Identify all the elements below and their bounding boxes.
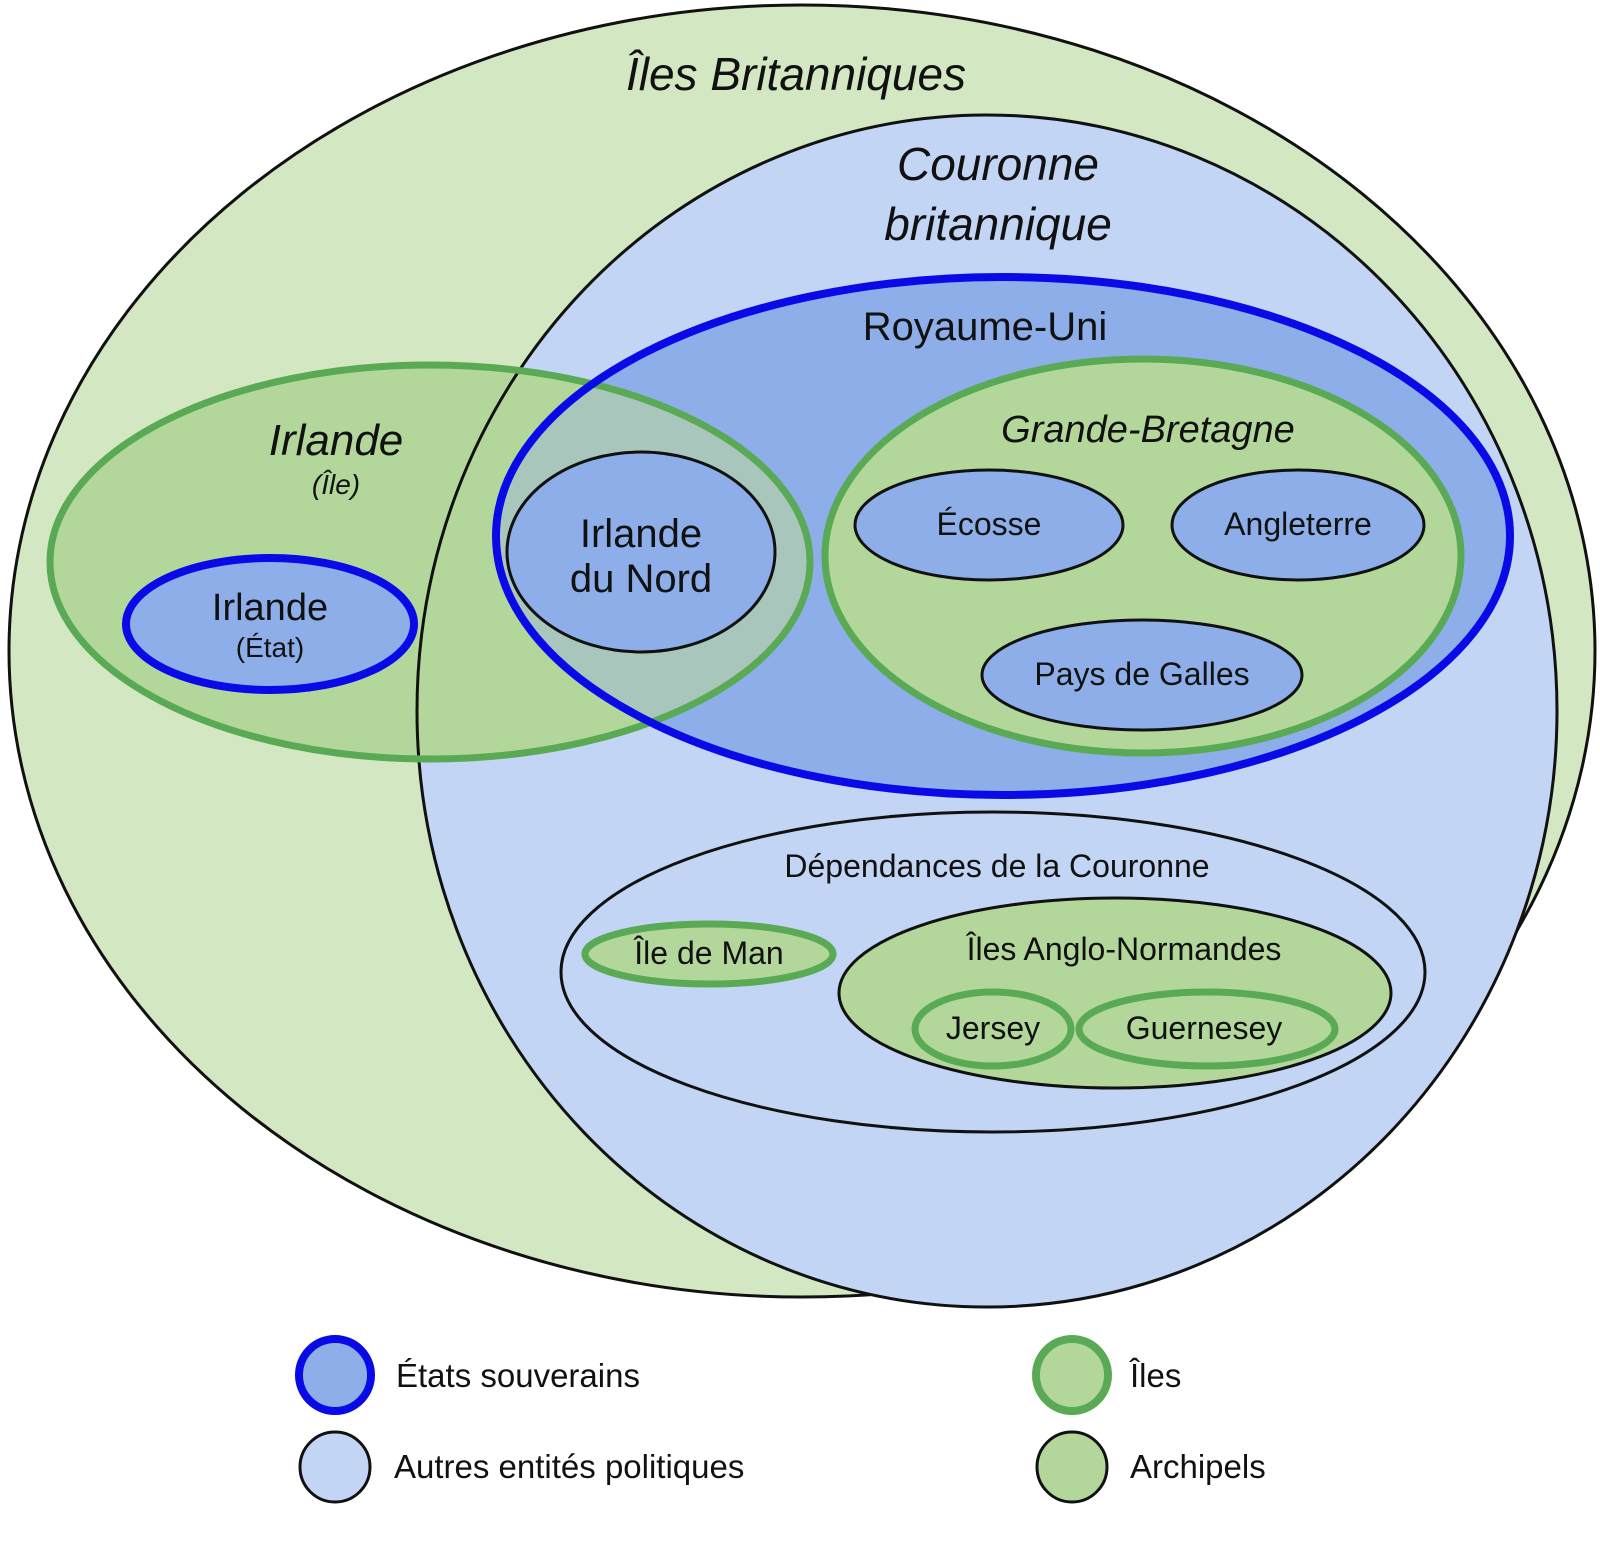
legend-swatch-sovereign bbox=[295, 1335, 375, 1415]
guernsey-ellipse bbox=[1075, 988, 1339, 1070]
legend-swatch-islands bbox=[1032, 1335, 1112, 1415]
guernsey-label: Guernesey bbox=[1126, 1010, 1283, 1046]
legend-label-sovereign: États souverains bbox=[396, 1357, 640, 1394]
northern-ireland-label-line1: Irlande bbox=[580, 512, 702, 556]
great-britain-label: Grande-Bretagne bbox=[1001, 409, 1295, 451]
ireland-state-sublabel: (État) bbox=[236, 632, 304, 663]
channel-islands-ellipse bbox=[837, 896, 1393, 1090]
legend-label-archipelagos: Archipels bbox=[1130, 1448, 1266, 1485]
ireland-state-ellipse bbox=[122, 554, 418, 694]
ireland-island-border bbox=[46, 361, 814, 763]
ireland-island-sublabel: (Île) bbox=[312, 469, 360, 500]
england-label: Angleterre bbox=[1224, 506, 1372, 542]
legend-swatch-archipelagos bbox=[1035, 1430, 1109, 1504]
jersey-label: Jersey bbox=[946, 1010, 1040, 1046]
great-britain-ellipse bbox=[821, 355, 1465, 757]
england-ellipse bbox=[1170, 468, 1426, 582]
wales-label: Pays de Galles bbox=[1034, 656, 1249, 692]
uk-label: Royaume-Uni bbox=[863, 305, 1108, 349]
british-isles-label: Îles Britanniques bbox=[626, 48, 966, 100]
legend-label-islands: Îles bbox=[1129, 1357, 1181, 1394]
channel-islands-label: Îles Anglo-Normandes bbox=[966, 931, 1282, 967]
jersey-ellipse bbox=[911, 988, 1075, 1070]
crown-dependencies-label: Dépendances de la Couronne bbox=[784, 848, 1209, 884]
legend: États souverains Autres entités politiqu… bbox=[295, 1335, 1266, 1504]
northern-ireland-ellipse bbox=[505, 450, 777, 654]
ireland-island-label: Irlande bbox=[269, 416, 404, 465]
crown-label-line2: britannique bbox=[884, 198, 1112, 250]
legend-label-other-entities: Autres entités politiques bbox=[394, 1448, 744, 1485]
wales-ellipse bbox=[980, 618, 1304, 732]
crown-boundary-over-ireland bbox=[415, 365, 810, 759]
scotland-label: Écosse bbox=[937, 506, 1042, 542]
isle-of-man-label: Île de Man bbox=[633, 935, 783, 971]
scotland-ellipse bbox=[853, 468, 1125, 582]
ireland-state-label: Irlande bbox=[212, 587, 328, 629]
northern-ireland-label-line2: du Nord bbox=[570, 557, 712, 601]
isle-of-man-ellipse bbox=[581, 920, 837, 988]
uk-border bbox=[492, 273, 1514, 799]
crown-label-line1: Couronne bbox=[897, 138, 1099, 190]
legend-swatch-other-entities bbox=[298, 1430, 372, 1504]
